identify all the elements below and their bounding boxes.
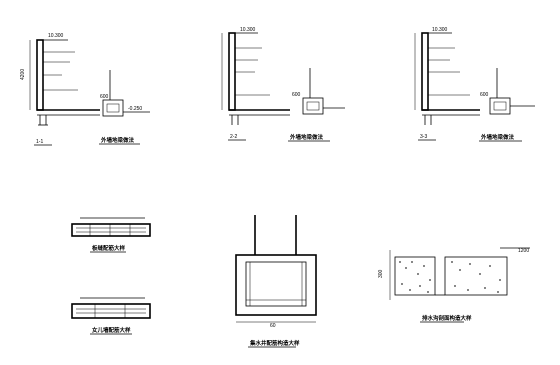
section-1-label: 1-1 bbox=[36, 139, 43, 145]
section-1-elev: 10.300 bbox=[48, 33, 64, 39]
detail-sump-pit: 60 集水井配筋构造大样 bbox=[235, 215, 317, 348]
section-3-3: 10.300 3-3 600 外墙地梁做法 bbox=[414, 27, 535, 142]
section-2-note: 外墙地梁做法 bbox=[290, 133, 324, 141]
detail-slab-joint: 板缝配筋大样 bbox=[71, 217, 151, 253]
ditch-dim: 300 bbox=[378, 269, 384, 278]
detail-parapet: 女儿墙配筋大样 bbox=[71, 297, 151, 335]
section-1-dim: 4200 bbox=[20, 69, 26, 80]
detail-ditch-caption: 排水沟剖面构造大样 bbox=[422, 314, 472, 322]
section-1-1: 10.300 4200 1-1 -0.250 600 外墙地梁做法 bbox=[20, 33, 150, 146]
detail-sump-caption: 集水井配筋构造大样 bbox=[249, 339, 300, 347]
section-2-beam-dim: 600 bbox=[292, 92, 301, 98]
section-1-beam-dim: 600 bbox=[100, 94, 109, 100]
section-3-label: 3-3 bbox=[420, 134, 427, 140]
detail-parapet-caption: 女儿墙配筋大样 bbox=[92, 326, 131, 334]
ditch-elev: 1200 bbox=[518, 248, 529, 254]
section-3-elev: 10.300 bbox=[432, 27, 448, 33]
section-2-2: 10.300 2-2 600 外墙地梁做法 bbox=[221, 27, 345, 142]
section-2-label: 2-2 bbox=[230, 134, 237, 140]
detail-drainage-ditch: 300 1200 排水沟剖面构造大样 bbox=[378, 247, 530, 323]
section-3-beam-dim: 600 bbox=[480, 92, 489, 98]
section-2-elev: 10.300 bbox=[240, 27, 256, 33]
section-3-note: 外墙地梁做法 bbox=[481, 133, 515, 141]
section-1-note: 外墙地梁做法 bbox=[101, 136, 135, 144]
sump-dim: 60 bbox=[270, 323, 276, 329]
section-1-ground: -0.250 bbox=[128, 106, 142, 112]
detail-slab-joint-caption: 板缝配筋大样 bbox=[92, 244, 126, 252]
